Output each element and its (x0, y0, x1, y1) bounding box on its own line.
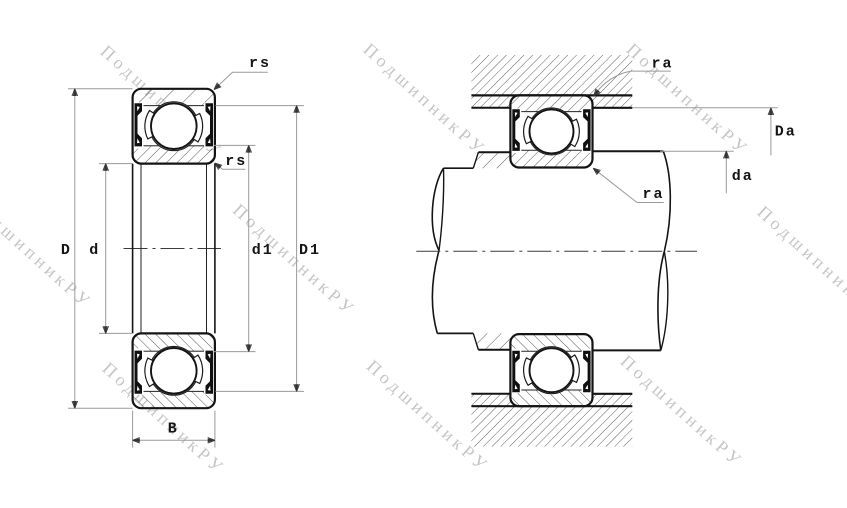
svg-text:d: d (89, 242, 100, 259)
svg-text:da: da (732, 168, 754, 185)
svg-text:D: D (61, 242, 72, 259)
svg-text:rs: rs (249, 55, 271, 72)
svg-text:ra: ra (652, 55, 674, 72)
svg-text:Da: Da (775, 123, 797, 140)
svg-text:rs: rs (225, 153, 247, 170)
svg-text:ra: ra (643, 186, 665, 203)
svg-text:B: B (168, 421, 179, 438)
svg-text:D1: D1 (299, 242, 321, 259)
svg-text:d1: d1 (252, 242, 274, 259)
